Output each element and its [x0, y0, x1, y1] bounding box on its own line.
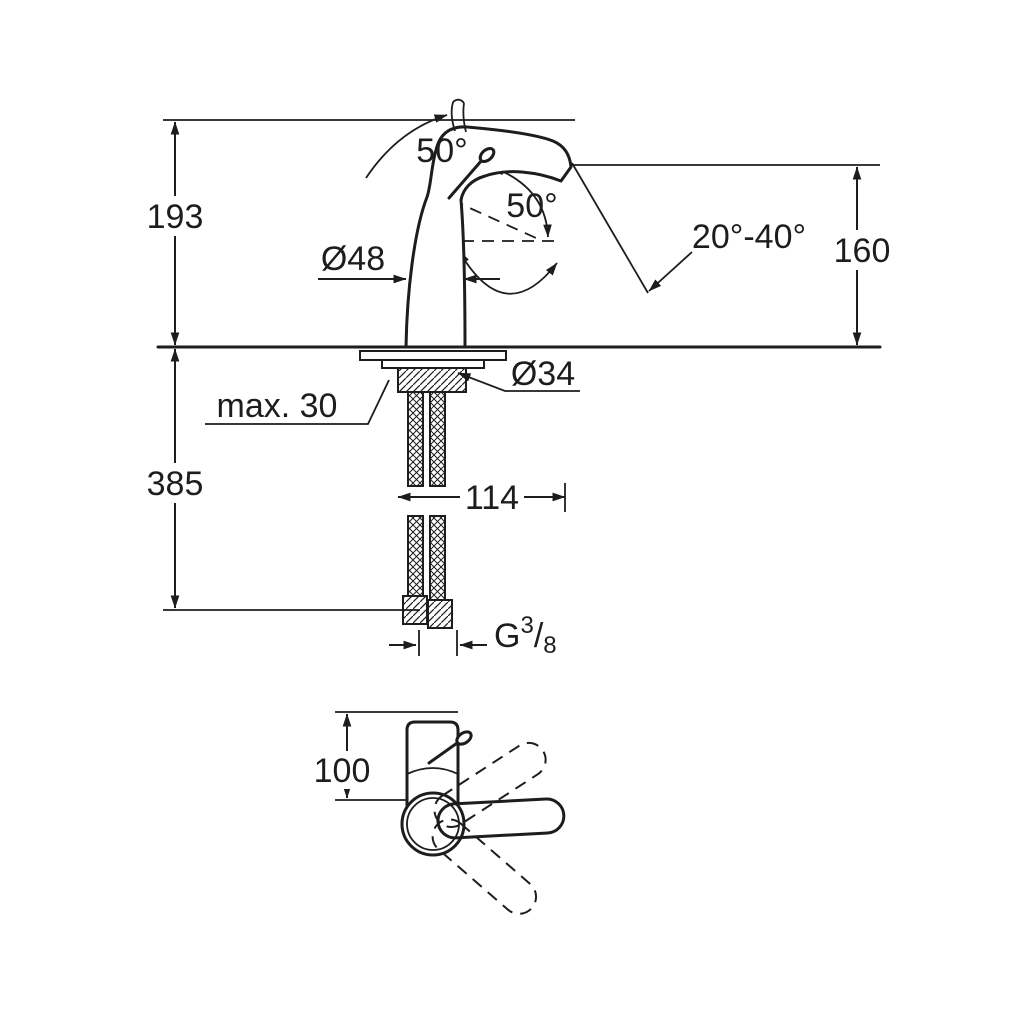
- swivel-angle-label: 20°-40°: [692, 218, 806, 256]
- label-backers: [145, 196, 893, 789]
- thread-slash: /: [534, 617, 544, 655]
- max-thickness-label: max. 30: [217, 387, 338, 425]
- spout-height-label: 160: [834, 232, 891, 270]
- height-below-deck-label: 385: [147, 465, 204, 503]
- handle-angle-front-label: 50°: [506, 187, 557, 225]
- body-top-view: [400, 791, 466, 857]
- angle-indicators: [365, 114, 649, 295]
- handle-position-down: [431, 818, 538, 915]
- hose-fitting-left: [402, 595, 428, 625]
- drawing-root: 193 385 160 50° 50° 20°-40° Ø48 Ø34 max.…: [145, 98, 893, 915]
- thread-denominator: 8: [543, 632, 556, 659]
- extension-lines: [163, 119, 880, 801]
- faucet-top-view: [400, 720, 566, 915]
- lever-raised-position: [450, 98, 467, 133]
- handle-position-up: [433, 741, 547, 829]
- base-diameter-label: Ø48: [321, 240, 385, 278]
- leader-lines: [205, 251, 693, 425]
- shank-diameter-label: Ø34: [511, 355, 575, 393]
- thread-letter: G: [494, 617, 520, 655]
- mounting-hardware: [359, 350, 507, 393]
- top-view-depth-label: 100: [314, 752, 371, 790]
- spout-projection-label: 114: [465, 479, 519, 517]
- dimension-labels: 193 385 160 50° 50° 20°-40° Ø48 Ø34 max.…: [147, 132, 891, 790]
- thread-numerator: 3: [520, 612, 533, 639]
- handle-angle-top-label: 50°: [416, 132, 467, 170]
- lever-handle: [447, 158, 484, 200]
- faucet-side-view: [404, 98, 573, 349]
- thread-size-label: G3/8: [494, 612, 557, 659]
- hose-fitting-right: [427, 599, 453, 629]
- supply-hoses: [402, 391, 453, 629]
- lever-top-view: [427, 739, 462, 765]
- height-above-deck-label: 193: [147, 198, 204, 236]
